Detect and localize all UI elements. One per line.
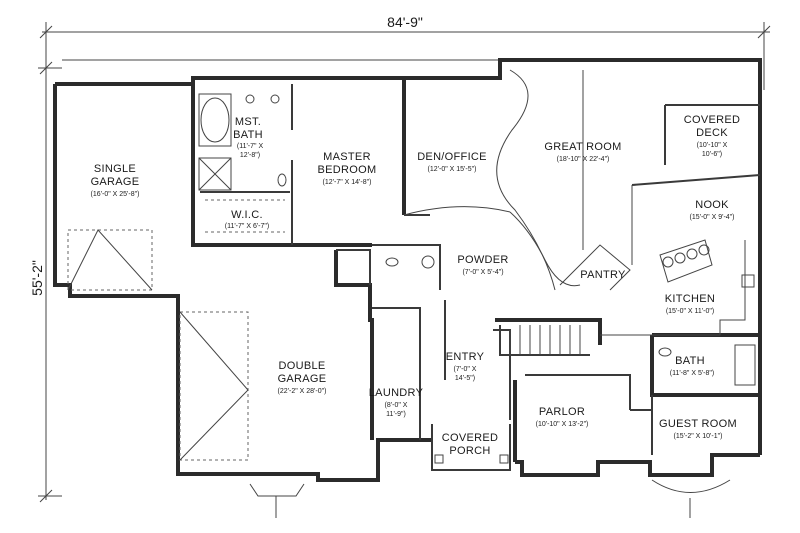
entry-label: ENTRY (7'-0" X 14'-5") [446, 351, 485, 382]
svg-text:LAUNDRY: LAUNDRY [369, 387, 424, 399]
interior-walls [191, 80, 761, 462]
kitchen-label: KITCHEN (15'-0" X 11'-0") [665, 293, 715, 315]
svg-text:GREAT ROOM: GREAT ROOM [544, 141, 621, 153]
pantry-label: PANTRY [580, 269, 626, 281]
svg-text:DEN/OFFICE: DEN/OFFICE [417, 151, 487, 163]
single-garage-door [67, 229, 153, 291]
svg-text:ENTRY: ENTRY [446, 351, 485, 363]
nook-label: NOOK (15'-0" X 9'-4") [690, 199, 735, 221]
svg-text:14'-5"): 14'-5") [455, 375, 475, 382]
svg-text:(11'-8" X 5'-8"): (11'-8" X 5'-8") [670, 370, 714, 377]
powder-label: POWDER (7'-0" X 5'-4") [457, 254, 508, 276]
svg-text:12'-8"): 12'-8") [240, 152, 260, 159]
single-garage-label: SINGLE GARAGE (16'-0" X 25'-8") [91, 163, 140, 198]
svg-text:W.I.C.: W.I.C. [231, 209, 263, 221]
svg-text:10'-6"): 10'-6") [702, 151, 722, 158]
width-dimension: 84'-9" [39, 14, 771, 90]
sink [245, 94, 255, 104]
laundry-label: LAUNDRY (8'-0" X 11'-9") [369, 387, 424, 418]
svg-text:(7'-0" X: (7'-0" X [454, 366, 477, 373]
parlor-label: PARLOR (10'-10" X 13'-2") [536, 406, 589, 428]
svg-text:COVERED: COVERED [684, 114, 741, 126]
overall-depth-label: 55'-2" [29, 260, 45, 296]
svg-text:BATH: BATH [675, 355, 705, 367]
double-garage-label: DOUBLE GARAGE (22'-2" X 28'-0") [278, 360, 327, 395]
svg-text:POWDER: POWDER [457, 254, 508, 266]
toilet [277, 173, 287, 187]
svg-text:GARAGE: GARAGE [91, 176, 140, 188]
depth-dimension: 55'-2" [29, 61, 62, 503]
svg-text:11'-9"): 11'-9") [386, 411, 406, 418]
svg-text:PORCH: PORCH [449, 445, 490, 457]
great-room-label: GREAT ROOM (18'-10" X 22'-4") [544, 141, 621, 163]
covered-deck-label: COVERED DECK (10'-10" X 10'-6") [684, 114, 741, 158]
svg-text:BATH: BATH [233, 129, 263, 141]
guest-tub [734, 344, 756, 386]
den-office-label: DEN/OFFICE (12'-0" X 15'-5") [417, 151, 487, 173]
fixtures [67, 69, 756, 518]
powder-sink [421, 255, 435, 269]
svg-text:(22'-2" X 28'-0"): (22'-2" X 28'-0") [278, 388, 327, 395]
svg-text:GARAGE: GARAGE [278, 373, 327, 385]
mst-bath-label: MST. BATH (11'-7" X 12'-8") [233, 116, 263, 159]
exterior-walls [53, 58, 762, 482]
bath-label: BATH (11'-8" X 5'-8") [670, 355, 714, 377]
svg-text:GUEST ROOM: GUEST ROOM [659, 418, 737, 430]
svg-text:BEDROOM: BEDROOM [318, 164, 377, 176]
powder-toilet [385, 257, 399, 267]
svg-text:(10'-10" X: (10'-10" X [697, 142, 728, 149]
svg-text:MASTER: MASTER [323, 151, 371, 163]
covered-porch-label: COVERED PORCH [442, 432, 499, 457]
svg-text:(15'-0" X 11'-0"): (15'-0" X 11'-0") [666, 308, 714, 315]
svg-text:(8'-0" X: (8'-0" X [385, 402, 408, 409]
svg-text:(7'-0" X 5'-4"): (7'-0" X 5'-4") [462, 269, 503, 276]
shower [198, 157, 232, 191]
svg-text:DECK: DECK [696, 127, 728, 139]
svg-text:(10'-10" X 13'-2"): (10'-10" X 13'-2") [536, 421, 589, 428]
bathtub [200, 97, 230, 143]
svg-text:MST.: MST. [235, 116, 261, 128]
svg-text:(12'-0" X 15'-5"): (12'-0" X 15'-5") [428, 166, 477, 173]
svg-text:(12'-7" X 14'-8"): (12'-7" X 14'-8") [323, 179, 372, 186]
master-bedroom-label: MASTER BEDROOM (12'-7" X 14'-8") [318, 151, 377, 186]
svg-text:KITCHEN: KITCHEN [665, 293, 715, 305]
svg-text:PANTRY: PANTRY [580, 269, 626, 281]
svg-text:(15'-2" X 10'-1"): (15'-2" X 10'-1") [674, 433, 723, 440]
wic-label: W.I.C. (11'-7" X 6'-7") [225, 209, 269, 230]
svg-text:(16'-0" X 25'-8"): (16'-0" X 25'-8") [91, 191, 140, 198]
svg-text:(11'-7" X: (11'-7" X [237, 143, 264, 150]
overall-width-label: 84'-9" [387, 14, 423, 30]
svg-text:NOOK: NOOK [695, 199, 729, 211]
svg-text:PARLOR: PARLOR [539, 406, 585, 418]
svg-text:(11'-7" X 6'-7"): (11'-7" X 6'-7") [225, 223, 269, 230]
svg-text:SINGLE: SINGLE [94, 163, 136, 175]
svg-text:COVERED: COVERED [442, 432, 499, 444]
sink [270, 94, 280, 104]
svg-text:(15'-0" X 9'-4"): (15'-0" X 9'-4") [690, 214, 735, 221]
svg-text:(18'-10" X 22'-4"): (18'-10" X 22'-4") [557, 156, 610, 163]
svg-text:DOUBLE: DOUBLE [278, 360, 325, 372]
kitchen-island [659, 239, 713, 283]
guest-room-label: GUEST ROOM (15'-2" X 10'-1") [659, 418, 737, 440]
double-garage-door [179, 311, 249, 461]
